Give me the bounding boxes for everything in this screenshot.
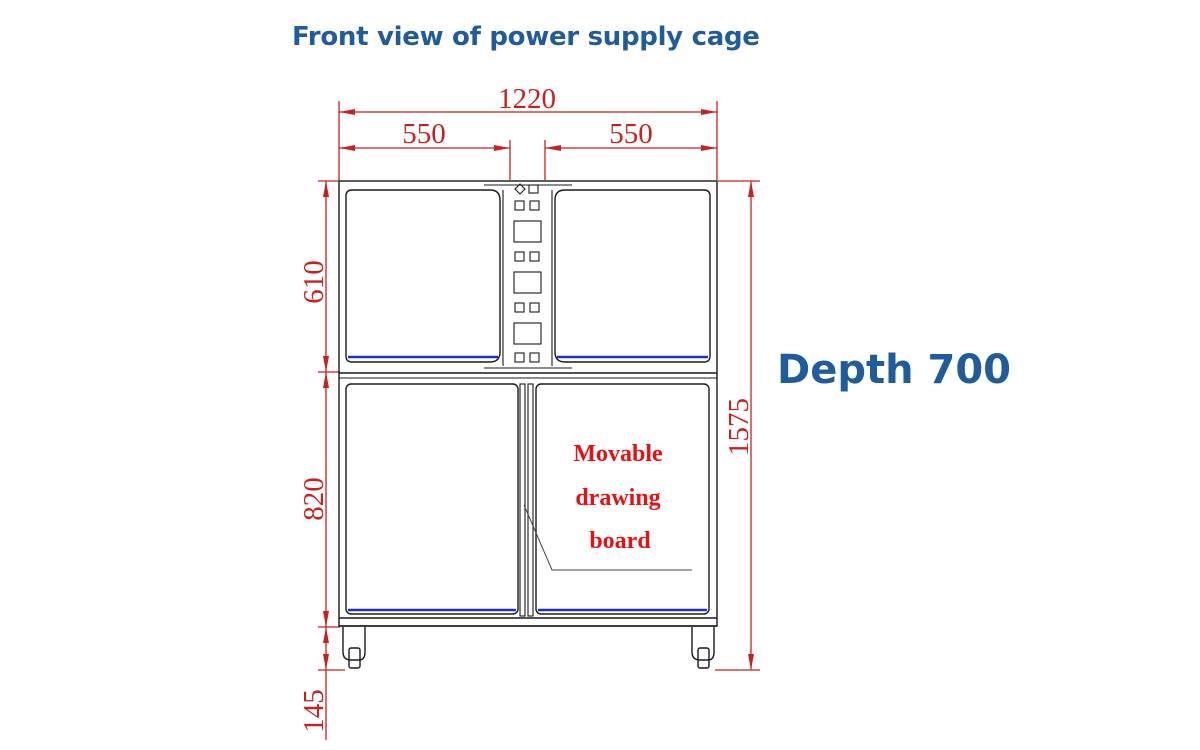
right-width-label: 550 bbox=[609, 118, 653, 150]
overall-width-label: 1220 bbox=[498, 83, 556, 115]
upper-left-compartment bbox=[345, 189, 501, 363]
upper-right-compartment bbox=[554, 189, 711, 363]
overall-height-label: 1575 bbox=[723, 398, 755, 456]
right-width-dimension bbox=[544, 140, 717, 180]
left-leg bbox=[342, 627, 366, 669]
movable-drawing-board bbox=[519, 383, 534, 617]
annotation-leader-line bbox=[523, 504, 692, 571]
overall-width-dimension bbox=[338, 101, 718, 180]
overall-height-dimension bbox=[715, 180, 760, 671]
annotation-line-1: Movable bbox=[573, 441, 663, 467]
upper-height-label: 610 bbox=[298, 260, 330, 304]
left-width-dimension bbox=[339, 140, 511, 180]
right-leg bbox=[691, 627, 715, 669]
lower-height-label: 820 bbox=[298, 477, 330, 521]
lower-left-compartment bbox=[345, 383, 519, 615]
base-height-label: 145 bbox=[298, 689, 330, 733]
cage-frame bbox=[338, 180, 718, 627]
depth-label: Depth 700 bbox=[777, 347, 1011, 393]
center-control-panel bbox=[484, 183, 572, 369]
lower-right-compartment bbox=[535, 383, 710, 615]
diagram-title: Front view of power supply cage bbox=[292, 22, 760, 52]
annotation-line-2: drawing bbox=[575, 485, 660, 511]
annotation-line-3: board bbox=[589, 528, 651, 554]
left-width-label: 550 bbox=[402, 118, 446, 150]
left-height-dimensions bbox=[318, 180, 345, 740]
